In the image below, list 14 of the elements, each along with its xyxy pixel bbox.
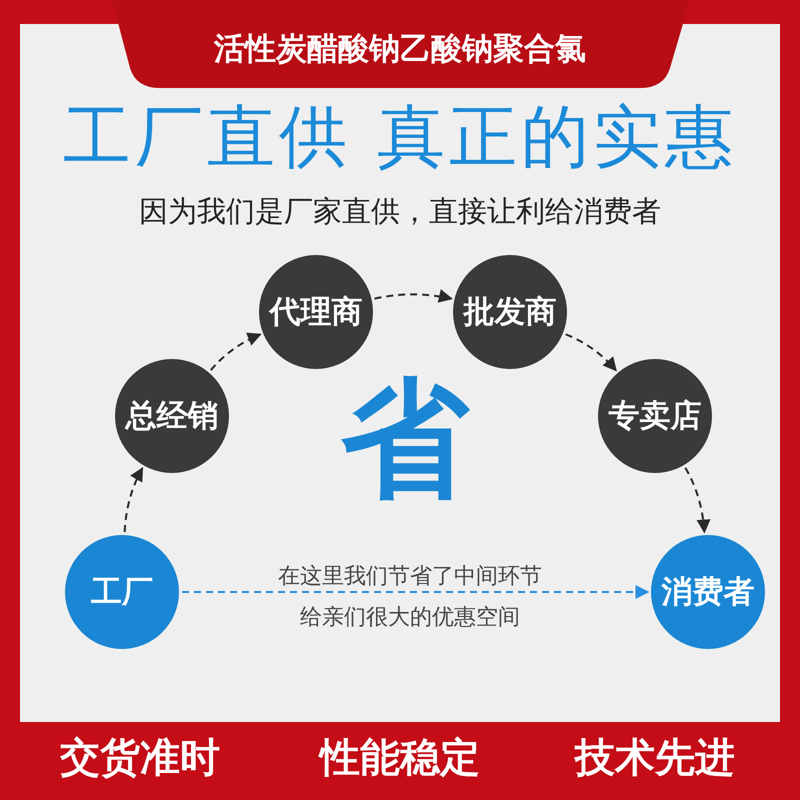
subtitle: 因为我们是厂家直供，直接让利给消费者 <box>138 193 662 230</box>
arrow <box>565 333 617 372</box>
arrow <box>210 332 262 371</box>
feature-text: 交货准时 <box>59 734 221 783</box>
arrow <box>124 466 144 532</box>
arrow <box>684 467 710 534</box>
feature-text: 技术先进 <box>573 734 736 783</box>
arrow <box>182 585 650 599</box>
headline: 工厂直供 真正的实惠 <box>62 97 738 179</box>
feature-text: 性能稳定 <box>317 734 481 783</box>
header-title: 活性炭醋酸钠乙酸钠聚合氯 <box>212 30 587 69</box>
note-text: 在这里我们节省了中间环节 <box>277 563 543 591</box>
arrow <box>374 289 453 304</box>
note-text: 给亲们很大的优惠空间 <box>299 604 521 632</box>
